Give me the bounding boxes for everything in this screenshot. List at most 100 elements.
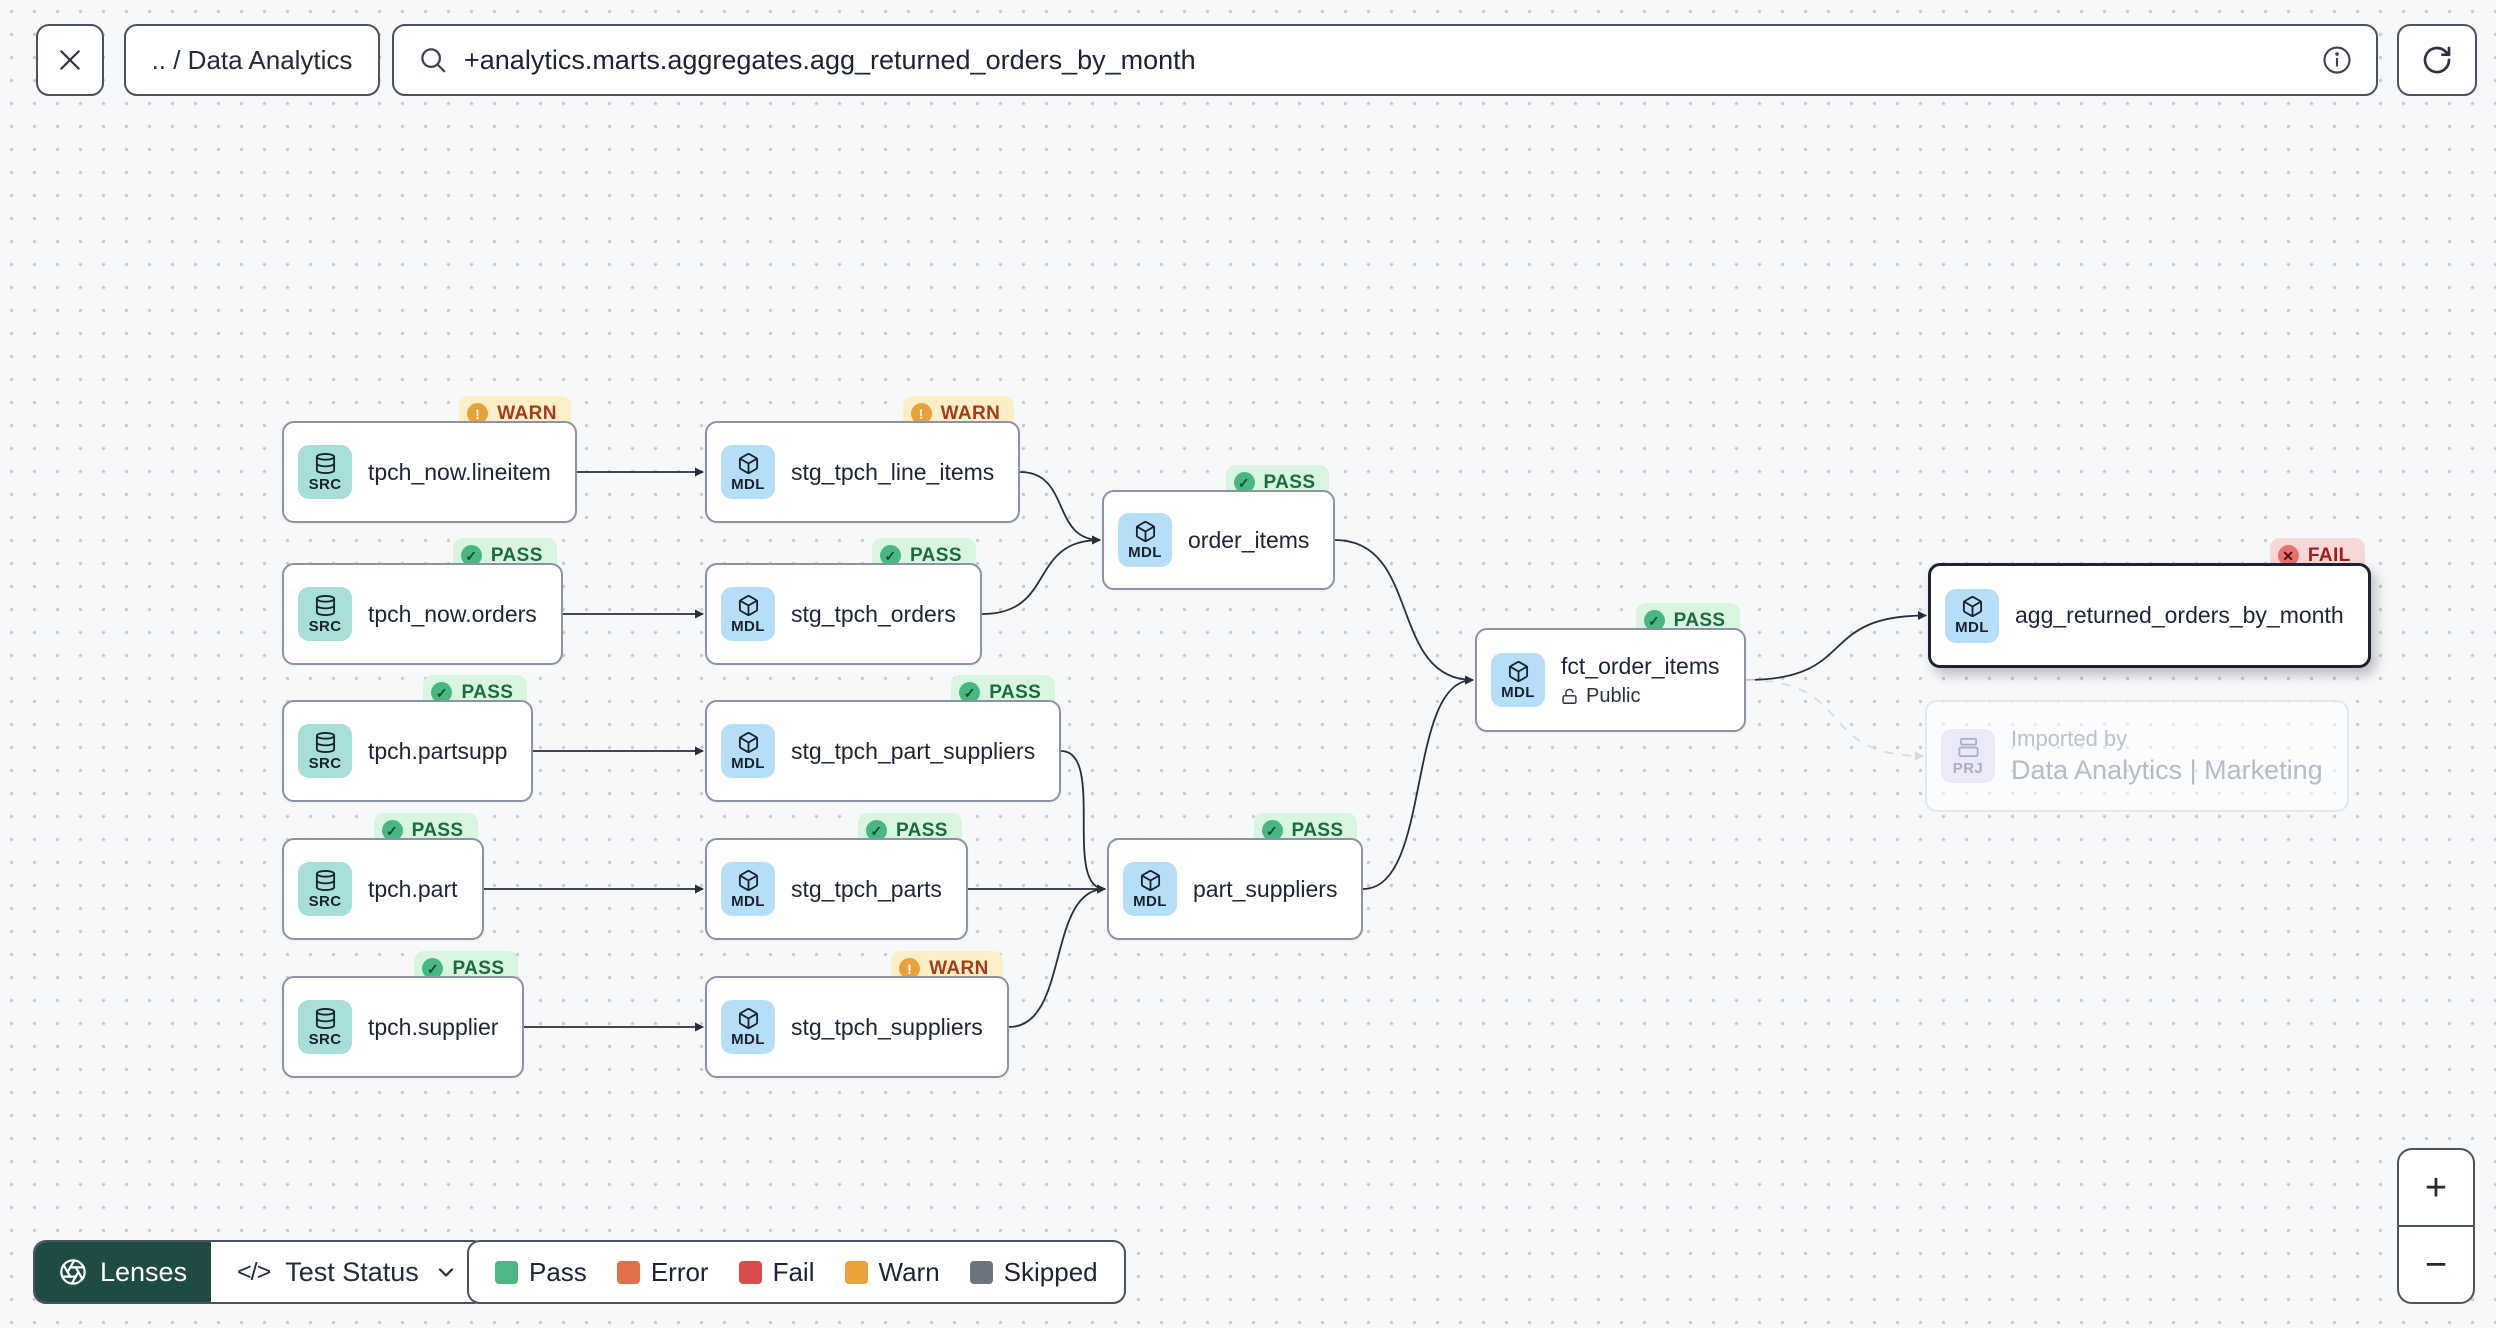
pass-status-icon: ✓ xyxy=(1643,610,1665,631)
legend-label: Error xyxy=(650,1256,709,1287)
status-badge-label: PASS xyxy=(411,819,464,841)
pass-status-icon: ✓ xyxy=(865,820,887,841)
status-badge-fail: ✕ FAIL xyxy=(2269,538,2365,573)
node-label: agg_returned_orders_by_month xyxy=(2015,602,2344,628)
close-button[interactable] xyxy=(36,24,104,96)
close-icon xyxy=(60,50,80,70)
node-label: stg_tpch_part_suppliers xyxy=(791,737,1036,764)
legend-swatch-warn xyxy=(844,1260,868,1284)
source-icon: SRC xyxy=(298,445,352,499)
node-label: stg_tpch_parts xyxy=(791,875,942,902)
lens-selected-label: Test Status xyxy=(285,1256,419,1287)
node-imported-by[interactable]: PRJ Imported by Data Analytics | Marketing xyxy=(1925,700,2349,812)
info-icon[interactable] xyxy=(2322,45,2352,75)
search-icon xyxy=(421,48,446,73)
node-overline: Imported by xyxy=(2011,726,2128,751)
node-label: fct_order_items xyxy=(1561,652,1720,679)
zoom-controls: + − xyxy=(2397,1148,2475,1304)
pass-status-icon: ✓ xyxy=(422,958,444,979)
status-badge-label: PASS xyxy=(452,957,505,979)
model-icon: MDL xyxy=(721,587,775,641)
model-icon: MDL xyxy=(721,445,775,499)
breadcrumb-label: .. / Data Analytics xyxy=(151,44,353,75)
pass-status-icon: ✓ xyxy=(460,545,482,566)
search-bar[interactable] xyxy=(392,24,2378,96)
lenses-button[interactable]: Lenses xyxy=(35,1242,212,1302)
status-badge-label: FAIL xyxy=(2307,544,2351,566)
legend-item-error: Error xyxy=(616,1256,709,1288)
lenses-toolbar: Lenses </> Test Status xyxy=(33,1240,486,1304)
node-label: tpch_now.orders xyxy=(368,600,537,627)
pass-status-icon: ✓ xyxy=(959,682,981,703)
node-label: stg_tpch_suppliers xyxy=(791,1013,983,1040)
test-status-legend: Pass Error Fail Warn Skipped xyxy=(467,1240,1126,1304)
status-badge-label: PASS xyxy=(895,819,948,841)
model-icon: MDL xyxy=(1118,513,1172,567)
legend-swatch-error xyxy=(616,1260,640,1284)
model-icon: MDL xyxy=(1123,862,1177,916)
node-src-lineitem[interactable]: ! WARN SRC tpch_now.lineitem xyxy=(282,396,577,523)
node-label: stg_tpch_orders xyxy=(791,600,956,627)
warn-status-icon: ! xyxy=(467,403,489,424)
node-label: tpch_now.lineitem xyxy=(368,458,551,485)
node-access-row: Public xyxy=(1561,685,1720,708)
refresh-button[interactable] xyxy=(2397,24,2477,96)
model-icon: MDL xyxy=(721,862,775,916)
status-badge-label: PASS xyxy=(1291,819,1344,841)
status-badge-label: WARN xyxy=(940,402,1001,424)
status-badge-label: PASS xyxy=(461,681,514,703)
status-badge-label: WARN xyxy=(929,957,989,979)
status-badge-label: PASS xyxy=(989,681,1042,703)
pass-status-icon: ✓ xyxy=(880,545,901,566)
breadcrumb[interactable]: .. / Data Analytics xyxy=(124,24,380,96)
legend-swatch-fail xyxy=(738,1260,762,1284)
fail-status-icon: ✕ xyxy=(2277,545,2299,566)
node-access-label: Public xyxy=(1586,684,1641,707)
zoom-out-button[interactable]: − xyxy=(2424,1243,2448,1286)
source-icon: SRC xyxy=(298,724,352,778)
legend-swatch-pass xyxy=(495,1260,518,1284)
status-badge-label: PASS xyxy=(1263,471,1316,493)
legend-item-fail: Fail xyxy=(738,1256,815,1288)
status-badge-label: PASS xyxy=(1673,609,1726,631)
node-stg-orders[interactable]: ✓ PASS MDL stg_tpch_orders xyxy=(705,538,982,665)
node-label: tpch.part xyxy=(368,875,458,902)
aperture-icon xyxy=(60,1259,86,1285)
model-icon: MDL xyxy=(1491,653,1545,707)
lens-selector[interactable]: </> Test Status xyxy=(211,1242,484,1302)
node-label: Data Analytics | Marketing xyxy=(2011,755,2323,785)
legend-item-skipped: Skipped xyxy=(969,1257,1098,1288)
search-input[interactable] xyxy=(464,44,2306,76)
node-label: order_items xyxy=(1188,526,1310,553)
code-icon: </> xyxy=(237,1257,271,1286)
status-badge-label: PASS xyxy=(490,544,543,566)
lenses-label: Lenses xyxy=(100,1256,188,1287)
status-badge-label: WARN xyxy=(497,402,557,424)
refresh-icon xyxy=(2423,46,2451,74)
legend-label: Warn xyxy=(878,1256,940,1287)
project-icon: PRJ xyxy=(1941,729,1995,783)
zoom-in-button[interactable]: + xyxy=(2399,1150,2473,1227)
legend-label: Fail xyxy=(772,1256,815,1287)
pass-status-icon: ✓ xyxy=(1233,472,1255,493)
node-label: part_suppliers xyxy=(1193,875,1338,902)
node-stg-parts[interactable]: ✓ PASS MDL stg_tpch_parts xyxy=(705,813,968,940)
legend-item-pass: Pass xyxy=(495,1257,587,1288)
status-badge-label: PASS xyxy=(910,544,962,566)
warn-status-icon: ! xyxy=(910,403,932,424)
legend-label: Pass xyxy=(529,1256,587,1287)
node-order-items[interactable]: ✓ PASS MDL order_items xyxy=(1102,465,1336,590)
warn-status-icon: ! xyxy=(899,958,921,979)
